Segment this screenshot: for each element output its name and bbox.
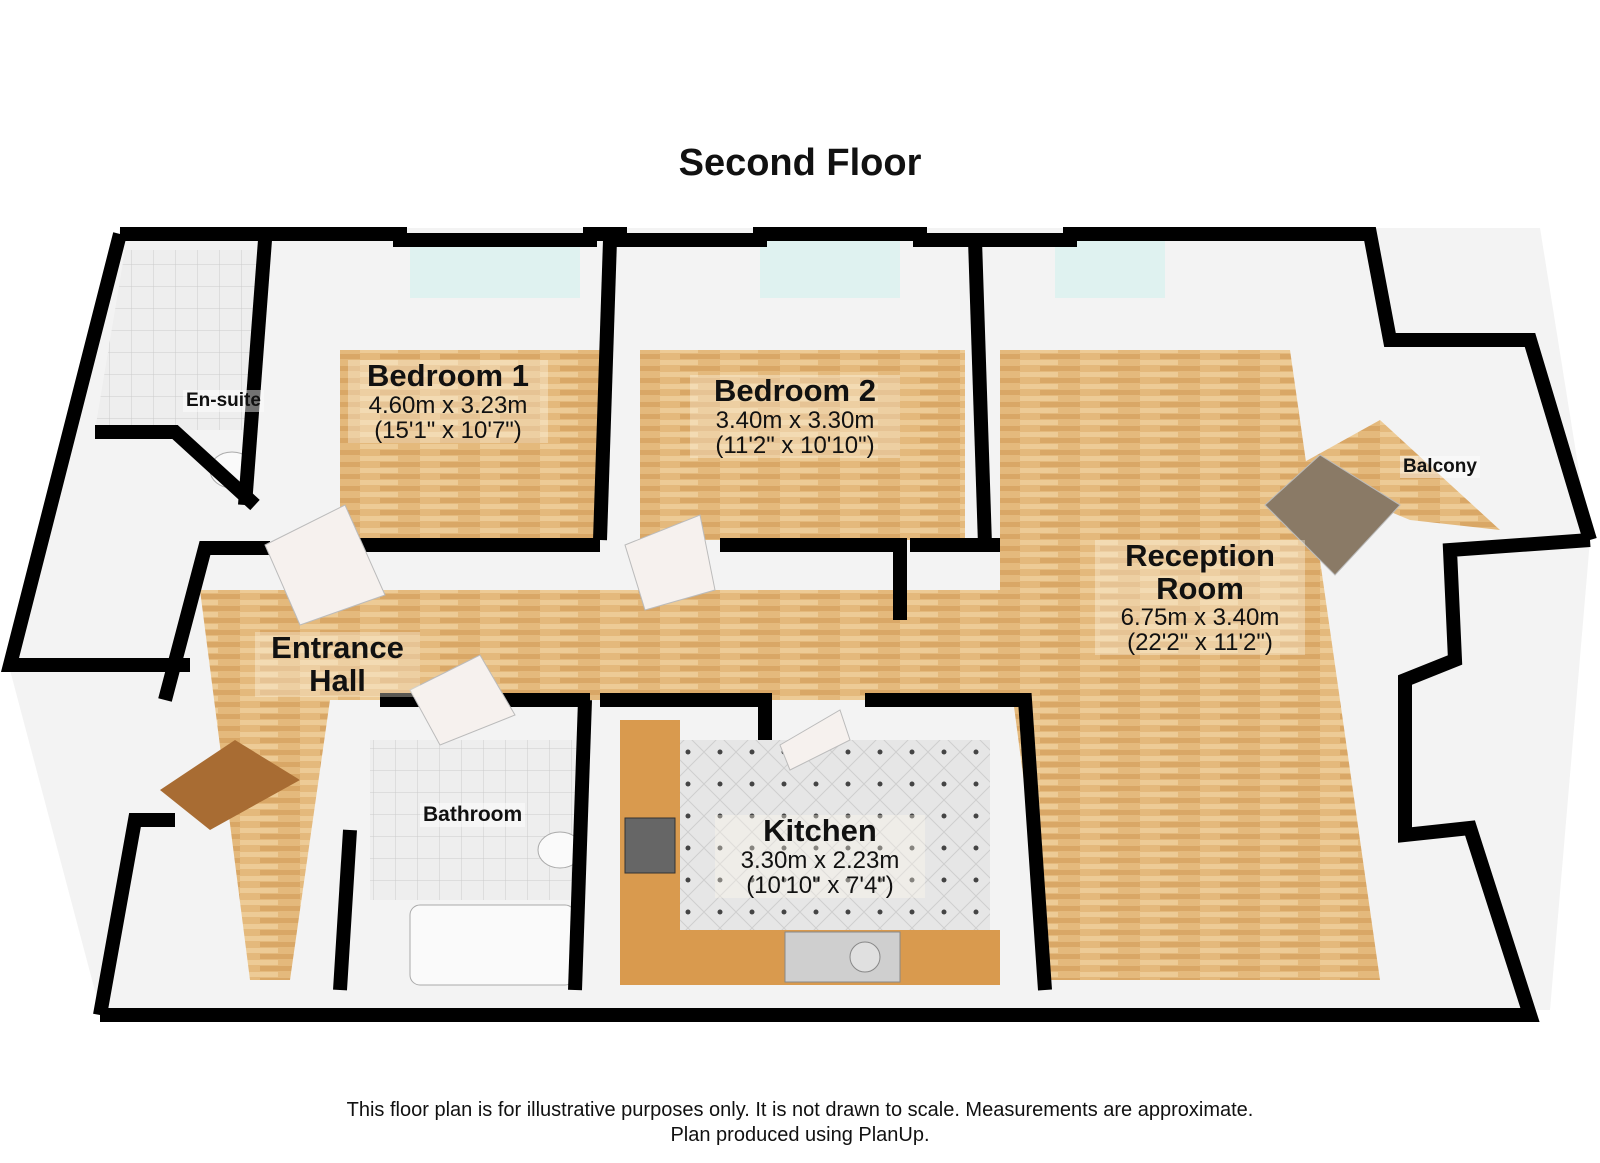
kitchen-label: Kitchen 3.30m x 2.23m (10'10" x 7'4") xyxy=(715,813,925,899)
kitchen-metric: 3.30m x 2.23m xyxy=(740,846,900,874)
entrance-name-line2: Hall xyxy=(309,662,366,698)
kitchen-counter xyxy=(620,720,1000,985)
doors xyxy=(264,454,1401,771)
hall-floor xyxy=(200,590,1040,980)
kitchen-name: Kitchen xyxy=(763,813,877,848)
bedroom1-metric: 4.60m x 3.23m xyxy=(368,391,528,419)
ensuite-label: En-suite xyxy=(183,390,264,412)
windows xyxy=(410,238,1165,298)
bedroom2-imperial: (11'2" x 10'10") xyxy=(715,431,875,459)
bathtub xyxy=(409,904,576,986)
bathroom-label: Bathroom xyxy=(420,803,526,827)
disclaimer-line2: Plan produced using PlanUp. xyxy=(670,1124,930,1146)
floors xyxy=(10,228,1590,1010)
bedroom1-name: Bedroom 1 xyxy=(367,358,529,393)
front-door xyxy=(160,740,300,830)
bedroom1-label: Bedroom 1 4.60m x 3.23m (15'1" x 10'7") xyxy=(348,358,548,444)
balcony-floor xyxy=(1290,420,1500,530)
bathroom-floor xyxy=(370,740,585,900)
walls xyxy=(0,227,1597,1022)
bedroom2-floor xyxy=(640,350,965,540)
disclaimer: This floor plan is for illustrative purp… xyxy=(0,1098,1600,1148)
bedroom2-metric: 3.40m x 3.30m xyxy=(715,406,875,434)
reception-imperial: (22'2" x 11'2") xyxy=(1127,629,1273,657)
kitchen-imperial: (10'10" x 7'4") xyxy=(746,871,894,899)
reception-name-line2: Room xyxy=(1156,570,1244,606)
bedroom1-floor xyxy=(340,350,605,540)
floor-title: Second Floor xyxy=(678,142,922,184)
ensuite-floor xyxy=(95,250,260,430)
entrance-hall-label: Entrance Hall xyxy=(255,630,420,698)
kitchen-floor xyxy=(670,740,990,930)
entrance-name-line1: Entrance xyxy=(271,630,404,665)
reception-name-line1: Reception xyxy=(1125,538,1275,573)
reception-metric: 6.75m x 3.40m xyxy=(1120,604,1280,632)
reception-label: Reception Room 6.75m x 3.40m (22'2" x 11… xyxy=(1095,538,1305,657)
bedroom1-imperial: (15'1" x 10'7") xyxy=(374,416,522,444)
disclaimer-line1: This floor plan is for illustrative purp… xyxy=(346,1099,1254,1121)
bedroom2-label: Bedroom 2 3.40m x 3.30m (11'2" x 10'10") xyxy=(690,373,900,459)
balcony-label: Balcony xyxy=(1400,456,1480,478)
bedroom2-name: Bedroom 2 xyxy=(714,373,876,408)
